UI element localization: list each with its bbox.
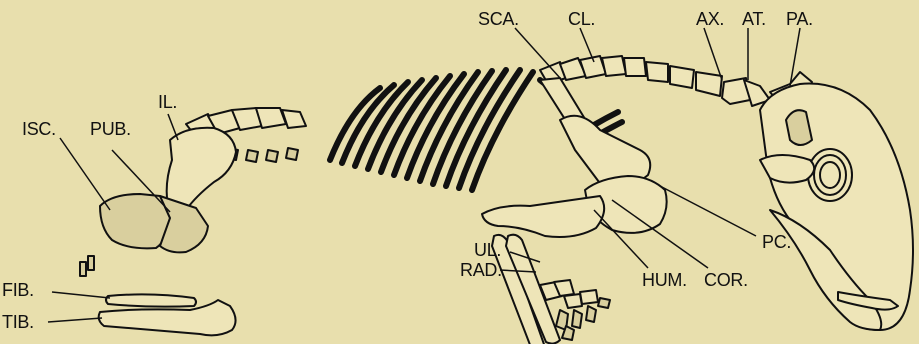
label-sca: SCA. [478,9,519,29]
label-pa: PA. [786,9,813,29]
pectoral-girdle [482,78,667,237]
label-pub: PUB. [90,119,131,139]
label-fib: FIB. [2,280,34,300]
skull [760,84,913,330]
label-tib: TIB. [2,312,34,332]
label-pc: PC. [762,232,791,252]
label-cl: CL. [568,9,595,29]
label-cor: COR. [704,270,748,290]
label-at: AT. [742,9,766,29]
pelvic-girdle [100,128,236,253]
forelimb [492,235,610,344]
label-rad: RAD. [460,260,502,280]
label-ul: UL. [474,240,501,260]
label-il: IL. [158,92,177,112]
pubis [160,196,208,252]
label-ax: AX. [696,9,724,29]
label-hum: HUM. [642,270,687,290]
fibula [106,294,196,306]
hindlimb [80,256,236,335]
ilium [167,128,236,210]
humerus [482,196,604,237]
label-isc: ISC. [22,119,56,139]
ischium [100,194,170,248]
